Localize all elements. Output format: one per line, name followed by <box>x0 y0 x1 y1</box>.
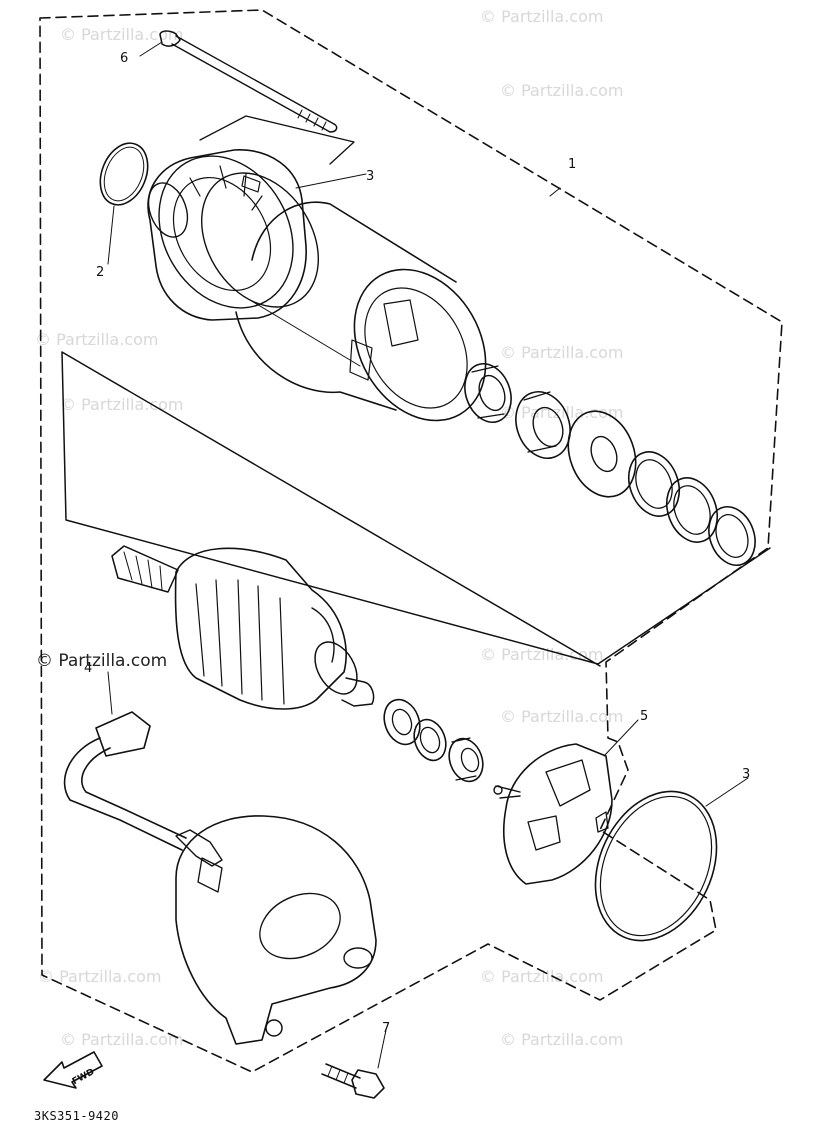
o-ring-small-inner <box>103 146 145 202</box>
gasket-lower-inner <box>599 795 713 937</box>
watermark: © Partzilla.com <box>500 1030 623 1049</box>
assembly-boundary <box>39 9 783 1073</box>
watermark: © Partzilla.com <box>480 967 603 986</box>
watermark: © Partzilla.com <box>500 343 623 362</box>
armature <box>111 545 375 710</box>
watermark: © Partzilla.com <box>35 330 158 349</box>
bracket-upper <box>199 115 355 165</box>
callout-2: 2 <box>96 265 104 280</box>
gasket-upper <box>200 172 320 308</box>
brush-holder <box>493 743 613 885</box>
watermark: © Partzilla.com <box>500 403 623 422</box>
washer-lower-2-inner <box>419 726 441 754</box>
gasket-lower <box>594 790 718 942</box>
shim-washers <box>627 451 756 566</box>
washer-lower-1 <box>383 698 421 746</box>
lead-wire <box>63 711 223 867</box>
callout-labels: 6 2 3 1 4 5 3 7 <box>84 51 750 1036</box>
callout-6: 6 <box>120 51 128 66</box>
callout-7: 7 <box>382 1021 390 1036</box>
watermark: © Partzilla.com <box>60 1030 183 1049</box>
yoke-housing <box>235 201 487 422</box>
washer-lower-2 <box>413 718 447 762</box>
rear-cover <box>175 815 377 1045</box>
callout-1: 1 <box>568 157 576 172</box>
watermark: © Partzilla.com <box>38 967 161 986</box>
watermark: © Partzilla.com <box>60 25 183 44</box>
washer-large <box>567 410 637 498</box>
callout-3-upper: 3 <box>366 169 374 184</box>
small-bolt <box>321 1063 385 1099</box>
through-bolt <box>159 30 338 133</box>
washer-lower-1-inner <box>391 708 413 736</box>
bearing-lower <box>448 737 484 783</box>
o-ring-small <box>99 142 149 206</box>
diagram-code: 3KS351-9420 <box>34 1109 119 1123</box>
watermark-dark: © Partzilla.com <box>36 651 167 671</box>
watermark: © Partzilla.com <box>60 395 183 414</box>
callout-5: 5 <box>640 709 648 724</box>
watermark: © Partzilla.com <box>500 707 623 726</box>
front-cover <box>147 149 307 321</box>
leader-lines <box>107 41 749 1069</box>
callout-3-lower: 3 <box>742 767 750 782</box>
bushing <box>515 391 571 459</box>
watermark: © Partzilla.com <box>480 7 603 26</box>
watermark: © Partzilla.com <box>500 81 623 100</box>
armature-group-bracket <box>61 351 771 667</box>
bearing-small <box>464 363 512 423</box>
callout-4: 4 <box>84 661 92 676</box>
